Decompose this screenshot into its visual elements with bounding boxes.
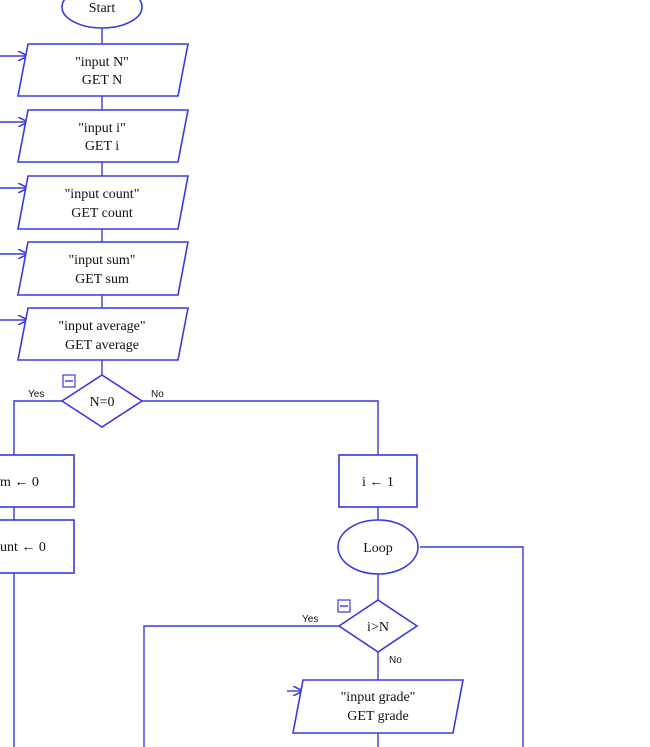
input-sum-node[interactable]: "input sum" GET sum — [17, 241, 189, 296]
start-node[interactable]: Start — [61, 0, 143, 29]
input-n-node[interactable]: "input N" GET N — [17, 43, 189, 97]
input-average-node[interactable]: "input average" GET average — [17, 307, 189, 361]
sum-assign-label: m ← 0 — [0, 475, 39, 490]
input-count-prompt: "input count" — [65, 187, 140, 202]
input-i-get: GET i — [85, 139, 119, 154]
collapse-box-icon[interactable] — [337, 599, 351, 613]
yes-label: Yes — [302, 614, 318, 625]
loop-label: Loop — [363, 541, 393, 556]
count-assign-label: unt ← 0 — [0, 540, 46, 555]
decision-n-label: N=0 — [89, 395, 114, 410]
no-label: No — [389, 655, 402, 666]
collapse-box-icon[interactable] — [62, 374, 76, 388]
decision-i-gt-n[interactable]: i>N — [337, 599, 419, 653]
i-assign-label: i ← 1 — [362, 475, 394, 490]
i-assign-node[interactable]: i ← 1 — [338, 454, 418, 508]
input-grade-get: GET grade — [347, 709, 409, 724]
input-i-node[interactable]: "input i" GET i — [17, 109, 189, 163]
loop-node[interactable]: Loop — [337, 519, 419, 575]
start-label: Start — [89, 1, 116, 16]
count-assign-node[interactable]: unt ← 0 — [0, 519, 75, 574]
input-average-prompt: "input average" — [58, 319, 145, 334]
input-grade-prompt: "input grade" — [341, 690, 416, 705]
input-n-prompt: "input N" — [75, 55, 129, 70]
input-average-get: GET average — [65, 338, 139, 353]
connector-lines — [13, 28, 524, 747]
no-label: No — [151, 389, 164, 400]
input-sum-prompt: "input sum" — [68, 253, 135, 268]
input-n-get: GET N — [82, 73, 123, 88]
sum-assign-node[interactable]: m ← 0 — [0, 454, 75, 508]
input-sum-get: GET sum — [75, 272, 129, 287]
decision-i-label: i>N — [367, 620, 389, 635]
input-grade-node[interactable]: "input grade" GET grade — [292, 679, 464, 734]
input-count-node[interactable]: "input count" GET count — [17, 175, 189, 230]
input-count-get: GET count — [71, 206, 133, 221]
yes-label: Yes — [28, 389, 44, 400]
input-i-prompt: "input i" — [78, 121, 126, 136]
decision-n-zero[interactable]: N=0 — [60, 374, 144, 428]
